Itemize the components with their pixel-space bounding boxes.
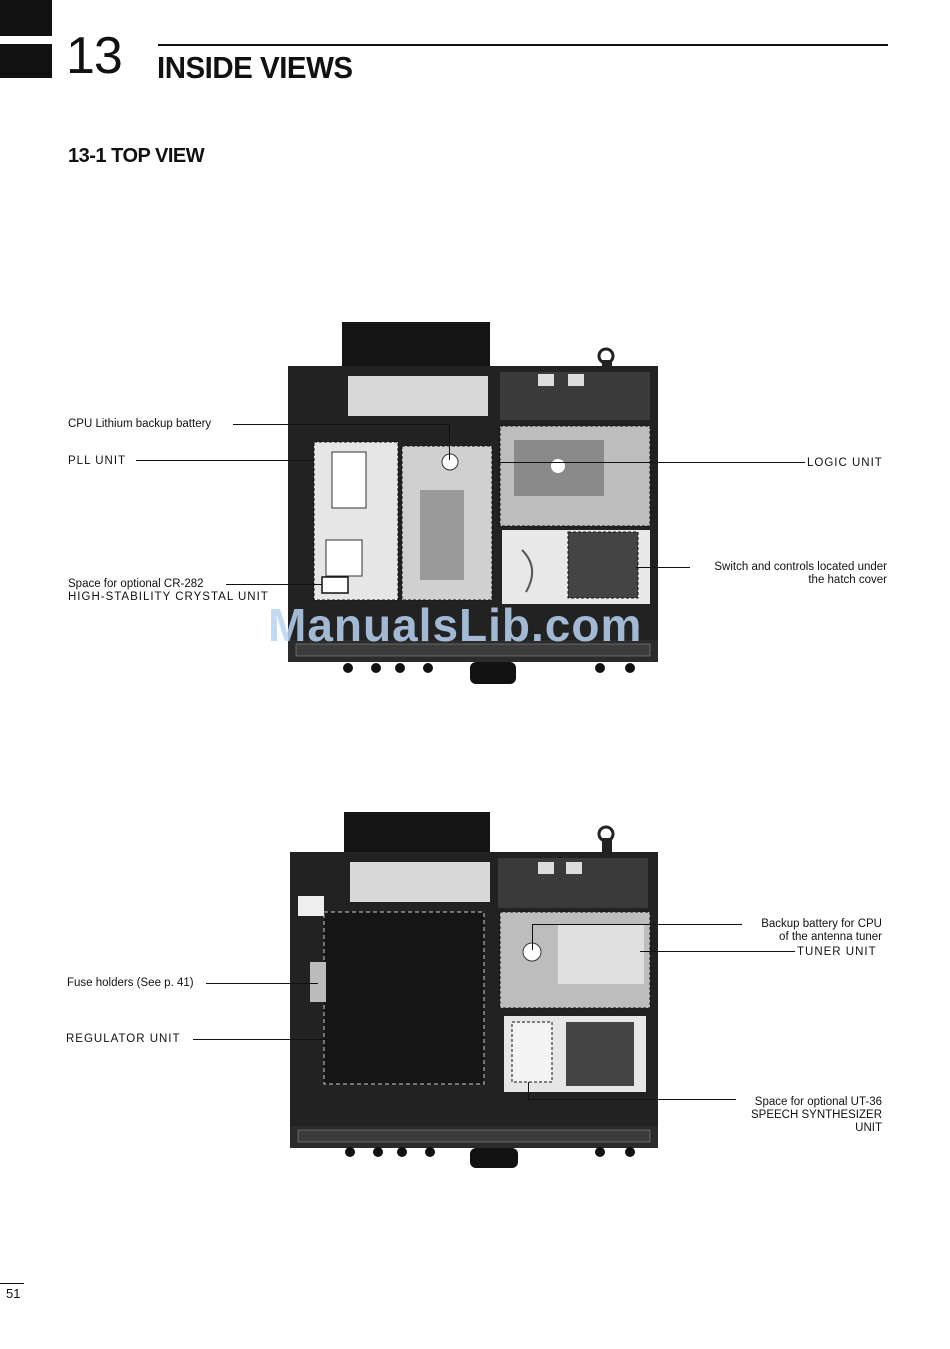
- label-tuner-unit: TUNER UNIT: [797, 946, 877, 958]
- leader-tuner-unit: [640, 951, 795, 952]
- chapter-tab-upper: [0, 0, 52, 36]
- bottom-view-photo: [290, 812, 658, 1168]
- label-speech-synthesizer: Space for optional UT-36 SPEECH SYNTHESI…: [680, 1096, 882, 1135]
- leader-logic-unit: [498, 462, 805, 463]
- label-backup-line2: of the antenna tuner: [779, 931, 882, 943]
- chapter-number: 13: [66, 27, 123, 85]
- page-number-rule: [0, 1283, 24, 1284]
- label-switch-controls-line2: the hatch cover: [808, 574, 887, 586]
- leader-cpu-battery: [233, 424, 449, 425]
- chapter-title: INSIDE VIEWS: [157, 50, 353, 85]
- label-regulator-unit: REGULATOR UNIT: [66, 1033, 181, 1045]
- chapter-rule: [158, 44, 888, 46]
- label-logic-unit: LOGIC UNIT: [807, 457, 883, 469]
- label-speech-line3: UNIT: [855, 1122, 882, 1134]
- label-speech-line1: Space for optional UT-36: [754, 1096, 882, 1108]
- leader-regulator-unit: [193, 1039, 328, 1040]
- leader-cpu-battery-drop: [449, 424, 450, 460]
- leader-speech-rise: [528, 1082, 529, 1099]
- label-cpu-lithium-battery: CPU Lithium backup battery: [68, 418, 212, 430]
- label-pll-unit: PLL UNIT: [68, 455, 127, 467]
- leader-switch-controls: [636, 567, 690, 568]
- leader-fuse-holders: [206, 983, 318, 984]
- leader-speech-synthesizer: [528, 1099, 736, 1100]
- label-backup-battery-tuner: Backup battery for CPU of the antenna tu…: [640, 918, 882, 944]
- watermark: ManualsLib.com: [268, 599, 643, 651]
- label-fuse-holders: Fuse holders (See p. 41): [67, 977, 194, 989]
- label-crystal-unit: Space for optional CR-282 HIGH-STABILITY…: [68, 578, 269, 604]
- label-switch-controls: Switch and controls located under the ha…: [690, 561, 887, 587]
- section-title: 13-1 TOP VIEW: [68, 145, 205, 167]
- label-backup-line1: Backup battery for CPU: [761, 918, 882, 930]
- leader-backup-battery: [532, 924, 742, 925]
- label-crystal-line1: Space for optional CR-282: [68, 578, 204, 590]
- leader-pll-unit: [136, 460, 314, 461]
- label-switch-controls-line1: Switch and controls located under: [714, 561, 887, 573]
- top-view-photo: [288, 322, 658, 684]
- label-crystal-line2: HIGH-STABILITY CRYSTAL UNIT: [68, 591, 269, 603]
- page-number: 51: [6, 1286, 21, 1301]
- leader-backup-battery-drop: [532, 924, 533, 950]
- leader-crystal-unit: [226, 584, 322, 585]
- label-speech-line2: SPEECH SYNTHESIZER: [751, 1109, 882, 1121]
- chapter-tab-lower: [0, 44, 52, 78]
